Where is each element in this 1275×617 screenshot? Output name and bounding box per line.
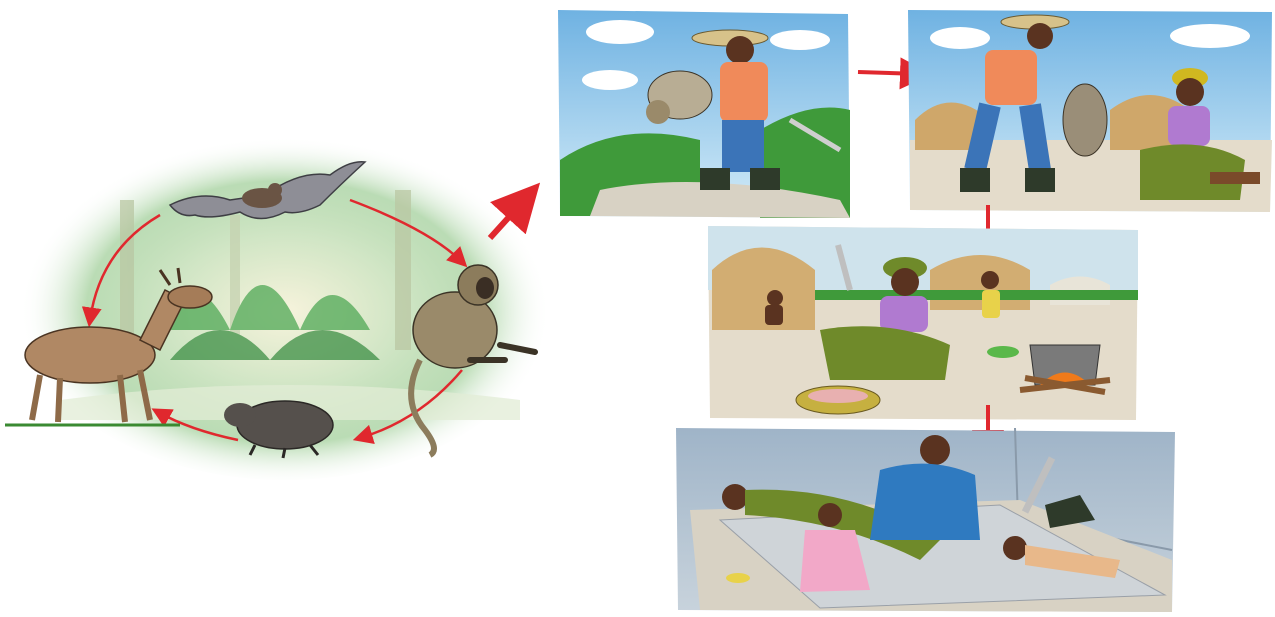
- toddler-figure: [765, 290, 783, 325]
- panel-hunter-gives-monkey-to-woman: [908, 10, 1272, 212]
- oil-lamp: [726, 573, 750, 583]
- panel-woman-butchers-and-cooks-meat: [708, 226, 1138, 420]
- meat-basin: [796, 386, 880, 414]
- hanging-monkey: [1063, 84, 1107, 156]
- green-bowl: [987, 346, 1019, 358]
- child-figure: [981, 271, 1000, 318]
- panel-family-falls-ill: [676, 428, 1175, 612]
- animal-reservoir-cycle: [5, 130, 550, 480]
- panel-hunter-carries-monkey: [558, 10, 850, 218]
